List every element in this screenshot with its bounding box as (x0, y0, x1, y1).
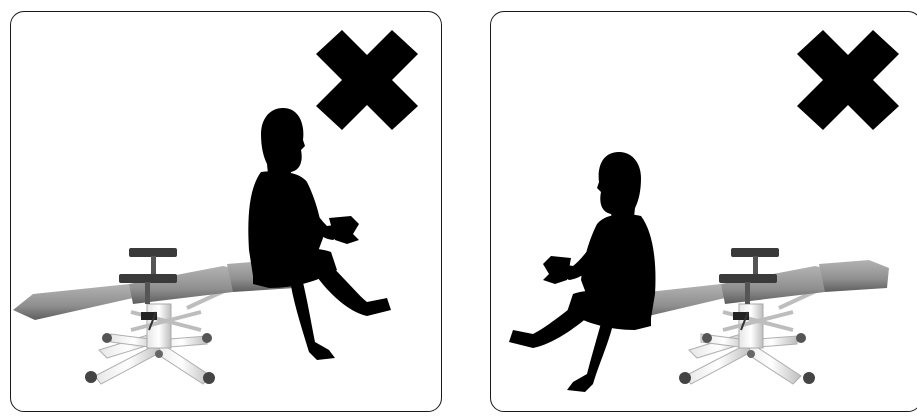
left-illustration (11, 12, 442, 412)
panel-left-incorrect-sitting (10, 11, 442, 412)
armrest-back (129, 248, 177, 274)
panel-right-incorrect-sitting (490, 11, 917, 412)
seat-pad (721, 266, 825, 304)
prohibited-x-icon (797, 30, 899, 130)
back-pad (819, 260, 889, 292)
armrest-back (731, 248, 779, 274)
right-illustration (491, 12, 917, 412)
prohibited-x-icon (316, 30, 418, 130)
seat-pad (129, 266, 233, 304)
person-silhouette (509, 152, 655, 392)
person-silhouette (248, 108, 391, 360)
leg-rest-pad (13, 284, 133, 320)
